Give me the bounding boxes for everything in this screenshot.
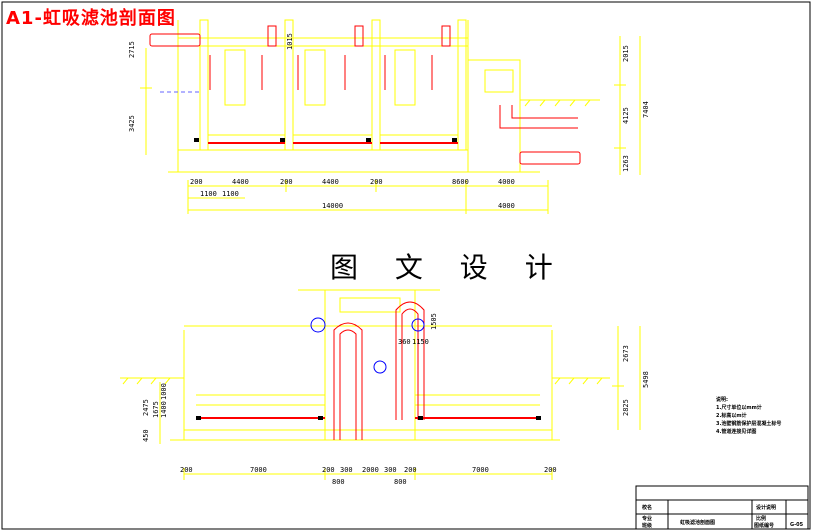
bottom-dim-4: 300 [340,466,353,474]
bottom-markers [196,416,541,420]
notes-item-4: 4.管道连接见详图 [716,429,757,435]
bottom-inner-dim-2: 1150 [412,338,429,346]
bottom-inner-dim-1: 360 [398,338,411,346]
top-bottom-dim-3: 200 [280,178,293,186]
top-trough-1 [224,49,246,106]
bottom-dim-1: 200 [180,466,193,474]
bottom-siphon-right [395,301,425,420]
bottom-red-details [200,301,538,440]
bottom-section [120,289,641,480]
bottom-sub-dim-2: 800 [394,478,407,486]
notes-item-2: 2.标高以m计 [716,413,747,419]
top-siphon-2 [354,25,364,47]
bottom-dim-3: 200 [322,466,335,474]
top-wall-3 [371,19,381,151]
top-right-chamber [468,59,521,172]
tb-r2-c3: 比例 [756,516,767,522]
valve-circle-1 [310,317,326,333]
top-outlet-pipe-1 [499,105,578,129]
top-total-dim-1: 14000 [322,202,344,210]
drawing-title: A1-虹吸滤池剖面图 [6,8,176,29]
top-tank-outline [177,20,469,151]
notes-block: 说明: 1.尺寸单位以mm计 2.标高以m计 3.池壁钢筋保护层混凝土标号 4.… [716,396,781,436]
top-bottom-dim-6: 8600 [452,178,469,186]
valve-circle-3 [411,318,425,332]
valve-circle-2 [373,360,387,374]
top-siphon-1 [267,25,277,47]
notes-item-1: 1.尺寸单位以mm计 [716,405,762,411]
title-block-frame [635,485,809,530]
top-inlet-pipe [149,33,201,47]
bottom-dim-2: 7000 [250,466,267,474]
top-sub-dim-2: 1100 [222,190,239,198]
bottom-dim-6: 300 [384,466,397,474]
bottom-tank-outline [183,330,553,431]
top-outlet-pipe-2 [519,151,581,165]
bottom-dim-9: 200 [544,466,557,474]
bottom-dim-8: 7000 [472,466,489,474]
top-sub-dim-1: 1100 [200,190,217,198]
notes-item-3: 3.池壁钢筋保护层混凝土标号 [716,421,782,427]
top-bottom-dim-4: 4400 [322,178,339,186]
tb-r3-c1: 班级 [642,523,653,529]
top-bottom-dim-1: 200 [190,178,203,186]
watermark-text: 图 文 设 计 [330,251,567,284]
tb-r3-c4: G-05 [790,522,804,528]
tb-r3-c3: 图纸编号 [754,523,775,529]
title-block [635,485,809,530]
bottom-dim-7: 200 [404,466,417,474]
top-section [140,19,641,214]
top-wall-1 [199,19,209,151]
top-total-dim-2: 4000 [498,202,515,210]
top-bottom-dim-7: 4000 [498,178,515,186]
tb-r2-c1: 专业 [642,516,653,522]
top-bottom-dim-5: 200 [370,178,383,186]
tb-r1-c3: 设计说明 [756,505,777,511]
top-siphon-3 [441,25,451,47]
notes-heading: 说明: [716,397,728,403]
tb-r3-c2: 虹吸滤池剖面图 [680,520,716,526]
top-right-box [484,69,514,93]
bottom-siphon-left [333,322,363,440]
top-red-details [149,25,581,165]
bottom-dim-5: 2000 [362,466,379,474]
bottom-sub-dim-1: 800 [332,478,345,486]
top-trough-2 [304,49,326,106]
top-wall-2 [284,19,294,151]
top-wall-4 [457,19,467,151]
bottom-blue-valves [310,317,425,374]
top-markers [194,138,457,142]
top-trough-3 [394,49,416,106]
top-bottom-dim-2: 4400 [232,178,249,186]
tb-r1-c1: 校名 [642,505,653,511]
